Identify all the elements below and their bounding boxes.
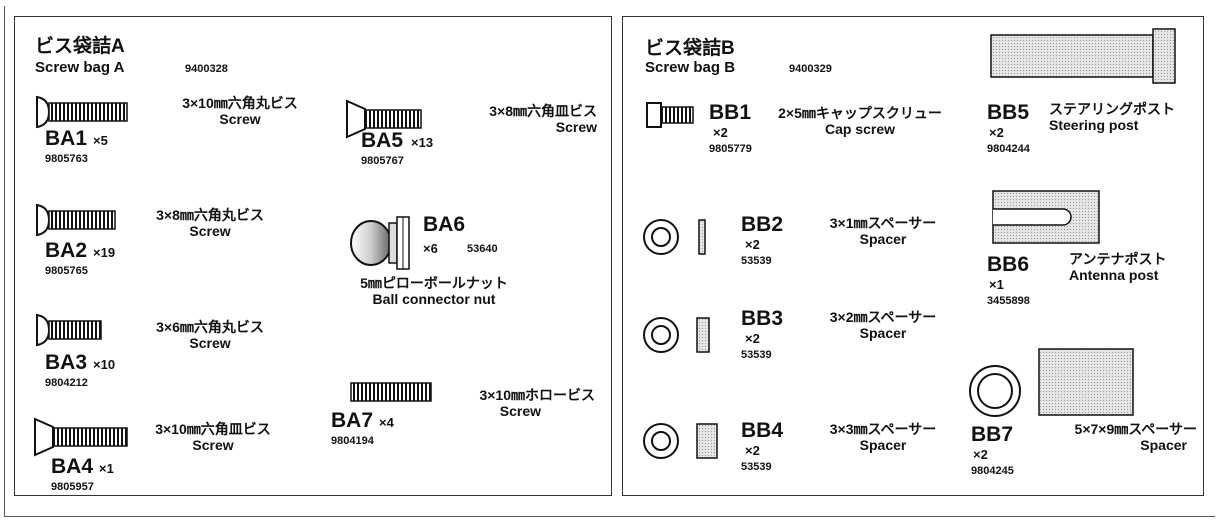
bag-b-title: ビス袋詰B (645, 38, 735, 59)
part-code: BB1 (709, 101, 752, 124)
part-number: 9804212 (45, 377, 88, 389)
round-head-screw-icon (36, 313, 102, 347)
part-number: 53539 (741, 255, 772, 267)
bag-a-subtitle: Screw bag A (35, 59, 125, 76)
part-name-en: Ball connector nut (372, 291, 496, 307)
part-name-jp: 3×6㎜六角丸ビス (156, 319, 264, 335)
part-name-en: Spacer (859, 231, 907, 247)
quantity: ×4 (379, 415, 394, 430)
part-name-jp: 3×10㎜ホロービス (479, 387, 595, 403)
quantity: ×2 (745, 237, 760, 252)
part-name-en: Screw (555, 119, 597, 135)
part-code: BA4 (51, 455, 94, 478)
spacer-icon (643, 423, 718, 459)
part-number: 9804194 (331, 435, 374, 447)
part-name-jp: 5㎜ピローボールナット (360, 275, 508, 291)
quantity: ×2 (973, 447, 988, 462)
part-name-en: Screw (499, 403, 541, 419)
part-code: BA5 (361, 129, 404, 152)
cap-screw-icon (646, 102, 694, 128)
part-name-jp: ステアリングポスト (1049, 101, 1175, 117)
part-name-jp: 3×10㎜六角皿ビス (155, 421, 271, 437)
part-name-en: Cap screw (824, 121, 896, 137)
flat-head-screw-icon (34, 417, 128, 457)
part-number: 9805765 (45, 265, 88, 277)
screw-bag-a-panel: ビス袋詰A Screw bag A 9400328 BA1 ×5 9805763… (14, 16, 612, 496)
quantity: ×5 (93, 133, 108, 148)
antenna-post-icon (992, 190, 1100, 244)
bag-b-code: 9400329 (789, 63, 832, 75)
quantity: ×2 (713, 125, 728, 140)
page-frame (4, 6, 1215, 517)
part-name-jp: 3×3㎜スペーサー (829, 421, 937, 437)
screw-bag-b-panel: ビス袋詰B Screw bag B 9400329 BB1 ×2 9805779… (622, 16, 1204, 496)
part-number: 53640 (467, 243, 498, 255)
part-name-en: Screw (189, 223, 231, 239)
steering-post-icon (990, 28, 1176, 84)
part-name-en: Spacer (1140, 437, 1187, 453)
part-code: BB6 (987, 253, 1030, 276)
part-code: BA6 (423, 213, 466, 236)
part-name-jp: アンテナポスト (1069, 251, 1167, 267)
bag-a-title: ビス袋詰A (35, 36, 125, 57)
part-code: BA3 (45, 351, 88, 374)
part-number: 9805763 (45, 153, 88, 165)
quantity: ×19 (93, 245, 116, 260)
spacer-icon (643, 317, 710, 353)
hollow-set-screw-icon (350, 382, 432, 402)
part-code: BA7 (331, 409, 374, 432)
bag-b-subtitle: Screw bag B (645, 59, 736, 76)
quantity: ×6 (423, 241, 438, 256)
part-code: BB4 (741, 419, 784, 442)
quantity: ×1 (99, 461, 114, 476)
part-name-jp: 5×7×9㎜スペーサー (1074, 421, 1197, 437)
bag-a-code: 9400328 (185, 63, 228, 75)
part-name-en: Spacer (859, 325, 907, 341)
part-number: 9804244 (987, 143, 1030, 155)
part-name-en: Screw (192, 437, 234, 453)
quantity: ×2 (989, 125, 1004, 140)
part-number: 53539 (741, 461, 772, 473)
spacer-icon (643, 219, 706, 255)
part-name-en: Screw (189, 335, 231, 351)
spacer-icon (969, 348, 1134, 417)
part-name-jp: 3×8㎜六角皿ビス (489, 103, 597, 119)
part-code: BB7 (971, 423, 1014, 446)
part-name-en: Antenna post (1069, 267, 1159, 283)
part-code: BB5 (987, 101, 1030, 124)
part-name-jp: 3×8㎜六角丸ビス (156, 207, 264, 223)
part-name-en: Steering post (1049, 117, 1139, 133)
ball-connector-nut-icon (350, 216, 410, 270)
round-head-screw-icon (36, 95, 128, 129)
part-name-en: Screw (219, 111, 261, 127)
part-code: BA2 (45, 239, 88, 262)
part-code: BB2 (741, 213, 784, 236)
quantity: ×1 (989, 277, 1004, 292)
quantity: ×13 (411, 135, 434, 150)
part-number: 9805779 (709, 143, 752, 155)
part-name-en: Spacer (859, 437, 907, 453)
part-name-jp: 3×2㎜スペーサー (829, 309, 937, 325)
flat-head-screw-icon (346, 99, 422, 139)
part-name-jp: 3×10㎜六角丸ビス (182, 95, 298, 111)
part-number: 9804245 (971, 465, 1014, 477)
part-code: BA1 (45, 127, 88, 150)
part-number: 9805767 (361, 155, 404, 167)
quantity: ×2 (745, 331, 760, 346)
part-code: BB3 (741, 307, 784, 330)
part-number: 53539 (741, 349, 772, 361)
part-number: 3455898 (987, 295, 1030, 307)
quantity: ×10 (93, 357, 116, 372)
part-name-jp: 2×5㎜キャップスクリュー (778, 105, 942, 121)
round-head-screw-icon (36, 203, 116, 237)
quantity: ×2 (745, 443, 760, 458)
part-number: 9805957 (51, 481, 94, 493)
part-name-jp: 3×1㎜スペーサー (829, 215, 937, 231)
